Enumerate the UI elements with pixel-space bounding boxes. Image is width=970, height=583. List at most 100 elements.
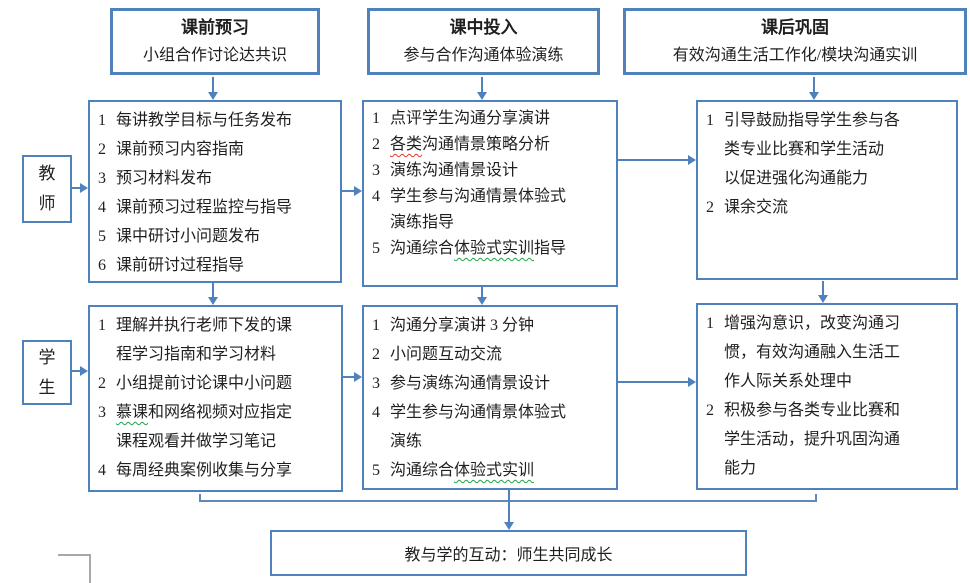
list-item: 2 课余交流 [706, 193, 953, 222]
item-text: 小组提前讨论课中小问题 [116, 375, 293, 392]
item-text: 小问题互动交流 [390, 346, 503, 363]
item-text: 学生参与沟通情景体验式 演练 [390, 404, 567, 450]
arrow-right-icon [354, 186, 362, 196]
connector-footer-line [508, 490, 510, 522]
item-text: 慕课和网络视频对应指定 课程观看并做学习笔记 [116, 404, 293, 450]
list-item: 2 小问题互动交流 [372, 340, 613, 369]
item-number: 1 [706, 315, 714, 332]
item-text: 预习材料发布 [116, 170, 213, 187]
item-number: 3 [98, 170, 106, 187]
list-item: 1 引导鼓励指导学生参与各 类专业比赛和学生活动 以促进强化沟通能力 [706, 106, 953, 193]
item-number: 3 [98, 404, 106, 421]
item-number: 5 [98, 228, 106, 245]
list-item: 3 预习材料发布 [98, 164, 337, 193]
arrow-down-icon [477, 92, 487, 100]
item-number: 1 [706, 112, 714, 129]
arrow-right-icon [688, 155, 696, 165]
item-text: 引导鼓励指导学生参与各 类专业比赛和学生活动 以促进强化沟通能力 [724, 112, 901, 187]
arrow-down-icon [809, 92, 819, 100]
connector-teacher-actor-line [72, 187, 80, 189]
actor-box-teacher: 教 师 [22, 155, 72, 223]
item-number: 2 [706, 402, 714, 419]
phase-subtitle: 参与合作沟通体验演练 [403, 47, 564, 64]
arrow-down-icon [208, 92, 218, 100]
item-text: 课余交流 [724, 199, 789, 216]
item-text: 演练沟通情景设计 [390, 162, 519, 179]
connector-after-class-down-line [813, 77, 815, 92]
item-text: 各类沟通情景策略分析 [390, 136, 551, 153]
student-box-after-class: 1 增强沟意识，改变沟通习 惯，有效沟通融入生活工 作人际关系处理中 2 积极参与各类… [696, 303, 958, 490]
connector-teacher-2-3 [618, 159, 688, 161]
item-number: 4 [98, 462, 106, 479]
teacher-box-after-class: 1 引导鼓励指导学生参与各 类专业比赛和学生活动 以促进强化沟通能力 2 课余交流 [696, 100, 958, 280]
list-item: 5 课中研讨小问题发布 [98, 222, 337, 251]
item-number: 1 [372, 317, 380, 334]
item-number: 4 [372, 404, 380, 421]
item-text: 学生参与沟通情景体验式 演练指导 [390, 188, 567, 231]
list-item: 2 各类沟通情景策略分析 [372, 132, 613, 158]
connector-student-actor-line [72, 370, 80, 372]
phase-box-after-class: 课后巩固 有效沟通生活工作化/模块沟通实训 [623, 8, 967, 75]
arrow-right-icon [688, 377, 696, 387]
item-number: 2 [98, 375, 106, 392]
arrow-down-icon [208, 297, 218, 305]
item-text: 课前研讨过程指导 [116, 257, 245, 274]
item-text: 沟通综合体验式实训指导 [390, 240, 567, 257]
list-item: 5 沟通综合体验式实训 [372, 456, 613, 485]
list-item: 2 小组提前讨论课中小问题 [98, 369, 338, 398]
list-item: 1 沟通分享演讲 3 分钟 [372, 311, 613, 340]
connector-teacher-student-2 [481, 287, 483, 297]
connector-student-2-3 [618, 381, 688, 383]
arrow-down-icon [504, 522, 514, 530]
connector-student-1-2 [343, 376, 354, 378]
connector-teacher-student-3 [822, 281, 824, 295]
item-text: 课前预习内容指南 [116, 141, 245, 158]
item-number: 4 [98, 199, 106, 216]
item-text: 理解并执行老师下发的课 程学习指南和学习材料 [116, 317, 293, 363]
item-text: 沟通综合体验式实训 [390, 462, 535, 479]
phase-subtitle: 小组合作讨论达共识 [142, 47, 287, 64]
list-item: 2 课前预习内容指南 [98, 135, 337, 164]
list-item: 4 学生参与沟通情景体验式 演练指导 [372, 184, 613, 236]
item-text: 增强沟意识，改变沟通习 惯，有效沟通融入生活工 作人际关系处理中 [724, 315, 901, 390]
actor-box-student: 学 生 [22, 340, 72, 405]
item-text: 每周经典案例收集与分享 [116, 462, 293, 479]
connector-pre-class-down-line [212, 77, 214, 92]
phase-title: 课前预习 [181, 18, 249, 37]
phase-title: 课后巩固 [761, 18, 829, 37]
list-item: 1 每讲教学目标与任务发布 [98, 106, 337, 135]
list-item: 6 课前研讨过程指导 [98, 251, 337, 280]
list-item: 4 学生参与沟通情景体验式 演练 [372, 398, 613, 456]
list-item: 1 增强沟意识，改变沟通习 惯，有效沟通融入生活工 作人际关系处理中 [706, 309, 953, 396]
actor-label-student: 学 生 [38, 347, 56, 397]
connector-in-class-down-line [481, 77, 483, 92]
arrow-right-icon [354, 372, 362, 382]
item-text: 沟通分享演讲 3 分钟 [390, 317, 535, 334]
list-item: 2 积极参与各类专业比赛和 学生活动，提升巩固沟通 能力 [706, 396, 953, 483]
item-number: 2 [98, 141, 106, 158]
list-item: 4 每周经典案例收集与分享 [98, 456, 338, 485]
item-number: 6 [98, 257, 106, 274]
item-number: 1 [98, 317, 106, 334]
item-number: 2 [372, 346, 380, 363]
actor-label-teacher: 教 师 [38, 164, 56, 213]
item-text: 课中研讨小问题发布 [116, 228, 261, 245]
item-number: 1 [372, 110, 380, 127]
item-number: 5 [372, 462, 380, 479]
item-text: 积极参与各类专业比赛和 学生活动，提升巩固沟通 能力 [724, 402, 901, 477]
item-number: 2 [372, 136, 380, 153]
item-number: 2 [706, 199, 714, 216]
student-box-pre-class: 1 理解并执行老师下发的课 程学习指南和学习材料 2 小组提前讨论课中小问题 3 慕课和网… [88, 305, 343, 492]
item-number: 1 [98, 112, 106, 129]
footer-label: 教与学的互动：师生共同成长 [404, 547, 613, 564]
list-item: 3 慕课和网络视频对应指定 课程观看并做学习笔记 [98, 398, 338, 456]
arrow-down-icon [818, 295, 828, 303]
item-text: 课前预习过程监控与指导 [116, 199, 293, 216]
item-text: 每讲教学目标与任务发布 [116, 112, 293, 129]
item-number: 4 [372, 188, 380, 205]
